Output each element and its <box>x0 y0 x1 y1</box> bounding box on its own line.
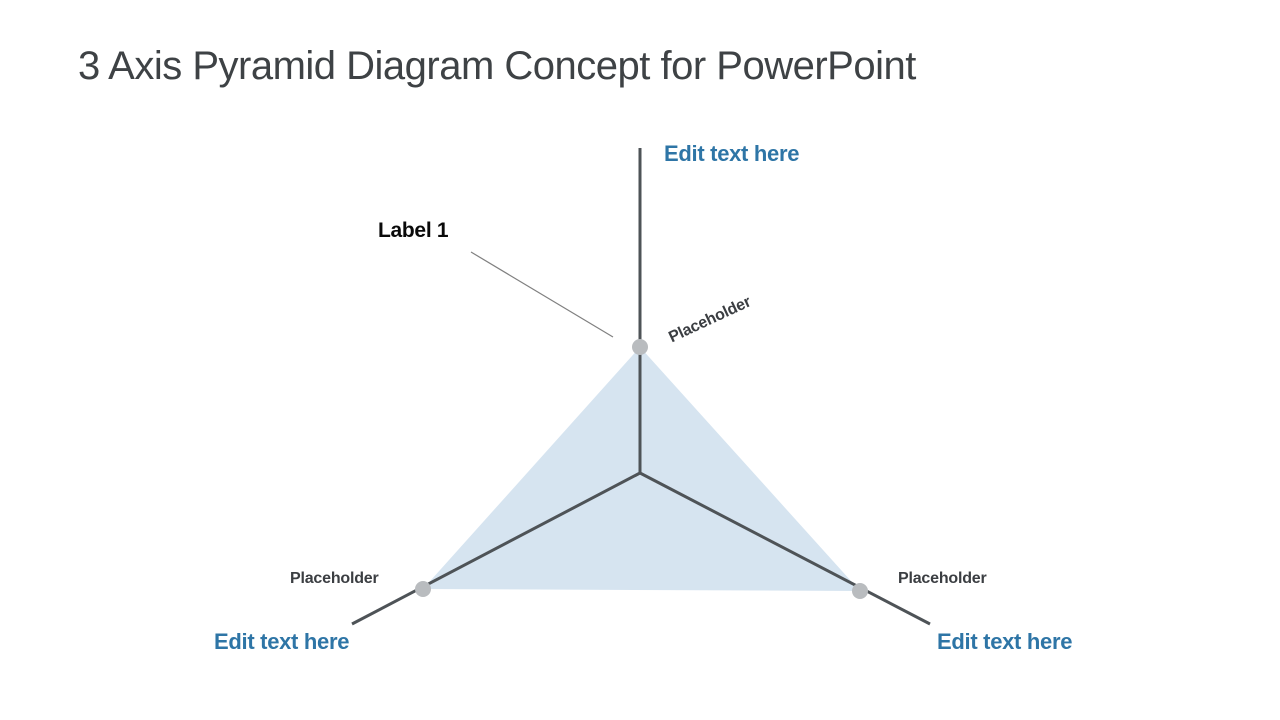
edit-text-top[interactable]: Edit text here <box>664 141 800 166</box>
edit-text-bottom-right[interactable]: Edit text here <box>937 629 1073 654</box>
callout-label[interactable]: Label 1 <box>378 219 449 242</box>
axis-bottom-left-line <box>351 471 641 626</box>
edit-text-bottom-left[interactable]: Edit text here <box>214 629 350 654</box>
point-label-bottom-left[interactable]: Placeholder <box>290 570 379 587</box>
point-label-bottom-right[interactable]: Placeholder <box>898 570 987 587</box>
slide-title: 3 Axis Pyramid Diagram Concept for Power… <box>78 44 916 88</box>
vertex-dot-bottom-right <box>852 583 868 599</box>
callout-leader-line <box>470 251 614 338</box>
vertex-dot-bottom-left <box>415 581 431 597</box>
vertex-dot-top <box>632 339 648 355</box>
axis-bottom-right-line <box>639 471 931 626</box>
